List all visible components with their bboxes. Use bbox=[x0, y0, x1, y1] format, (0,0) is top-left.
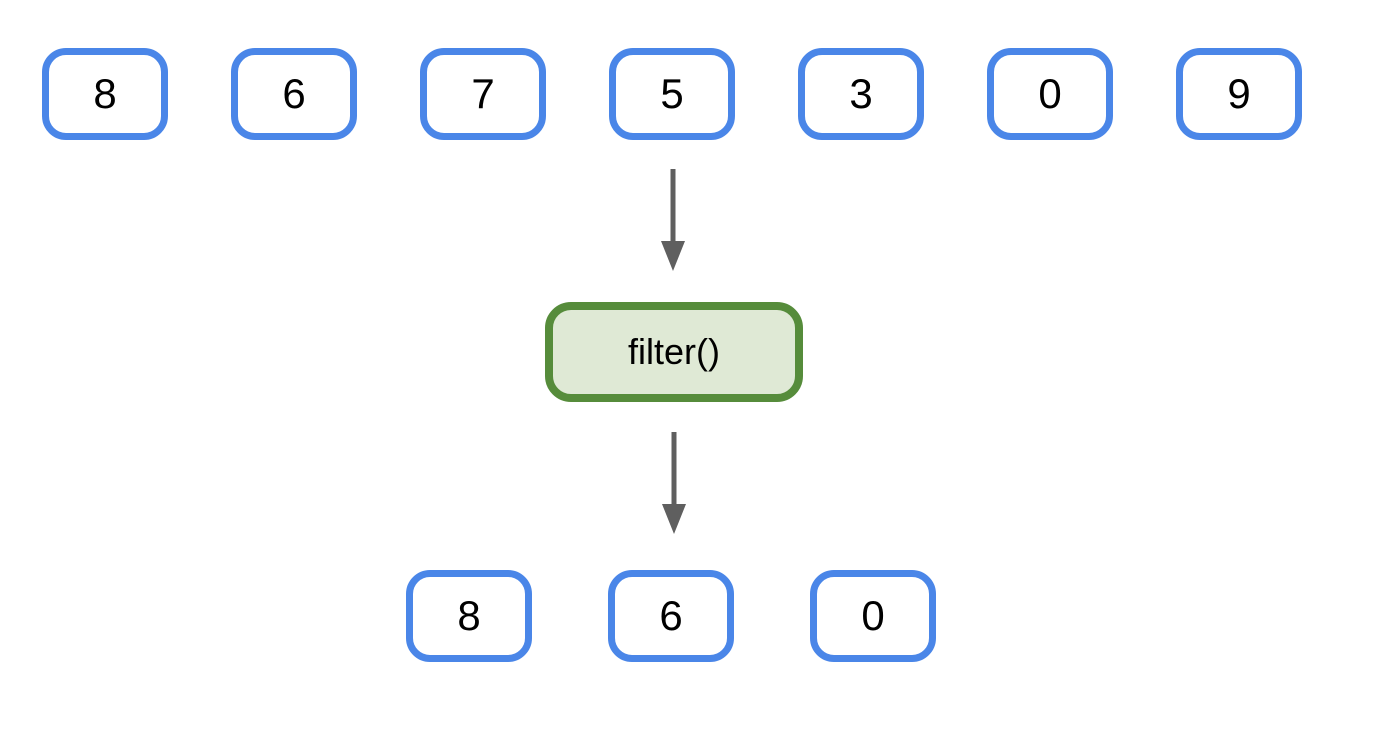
input-item: 5 bbox=[609, 48, 735, 140]
filter-operation-label: filter() bbox=[628, 331, 720, 372]
output-item-value: 8 bbox=[457, 592, 481, 639]
output-item: 8 bbox=[406, 570, 532, 662]
input-item-value: 7 bbox=[471, 70, 495, 117]
input-item-value: 0 bbox=[1038, 70, 1062, 117]
input-item: 3 bbox=[798, 48, 924, 140]
input-item: 6 bbox=[231, 48, 357, 140]
input-item-value: 6 bbox=[282, 70, 306, 117]
input-item-value: 9 bbox=[1227, 70, 1251, 117]
input-item: 9 bbox=[1176, 48, 1302, 140]
input-item-value: 8 bbox=[93, 70, 117, 117]
output-list: 8 6 0 bbox=[406, 570, 936, 662]
filter-operation-box: filter() bbox=[545, 302, 803, 402]
input-item: 7 bbox=[420, 48, 546, 140]
arrow-down-icon bbox=[662, 432, 686, 534]
output-item-value: 0 bbox=[861, 592, 885, 639]
input-item-value: 5 bbox=[660, 70, 684, 117]
output-item: 6 bbox=[608, 570, 734, 662]
input-item: 8 bbox=[42, 48, 168, 140]
output-item-value: 6 bbox=[659, 592, 683, 639]
input-item-value: 3 bbox=[849, 70, 873, 117]
arrow-down-icon bbox=[661, 169, 685, 271]
input-list: 8 6 7 5 3 0 9 bbox=[42, 48, 1302, 140]
input-item: 0 bbox=[987, 48, 1113, 140]
output-item: 0 bbox=[810, 570, 936, 662]
